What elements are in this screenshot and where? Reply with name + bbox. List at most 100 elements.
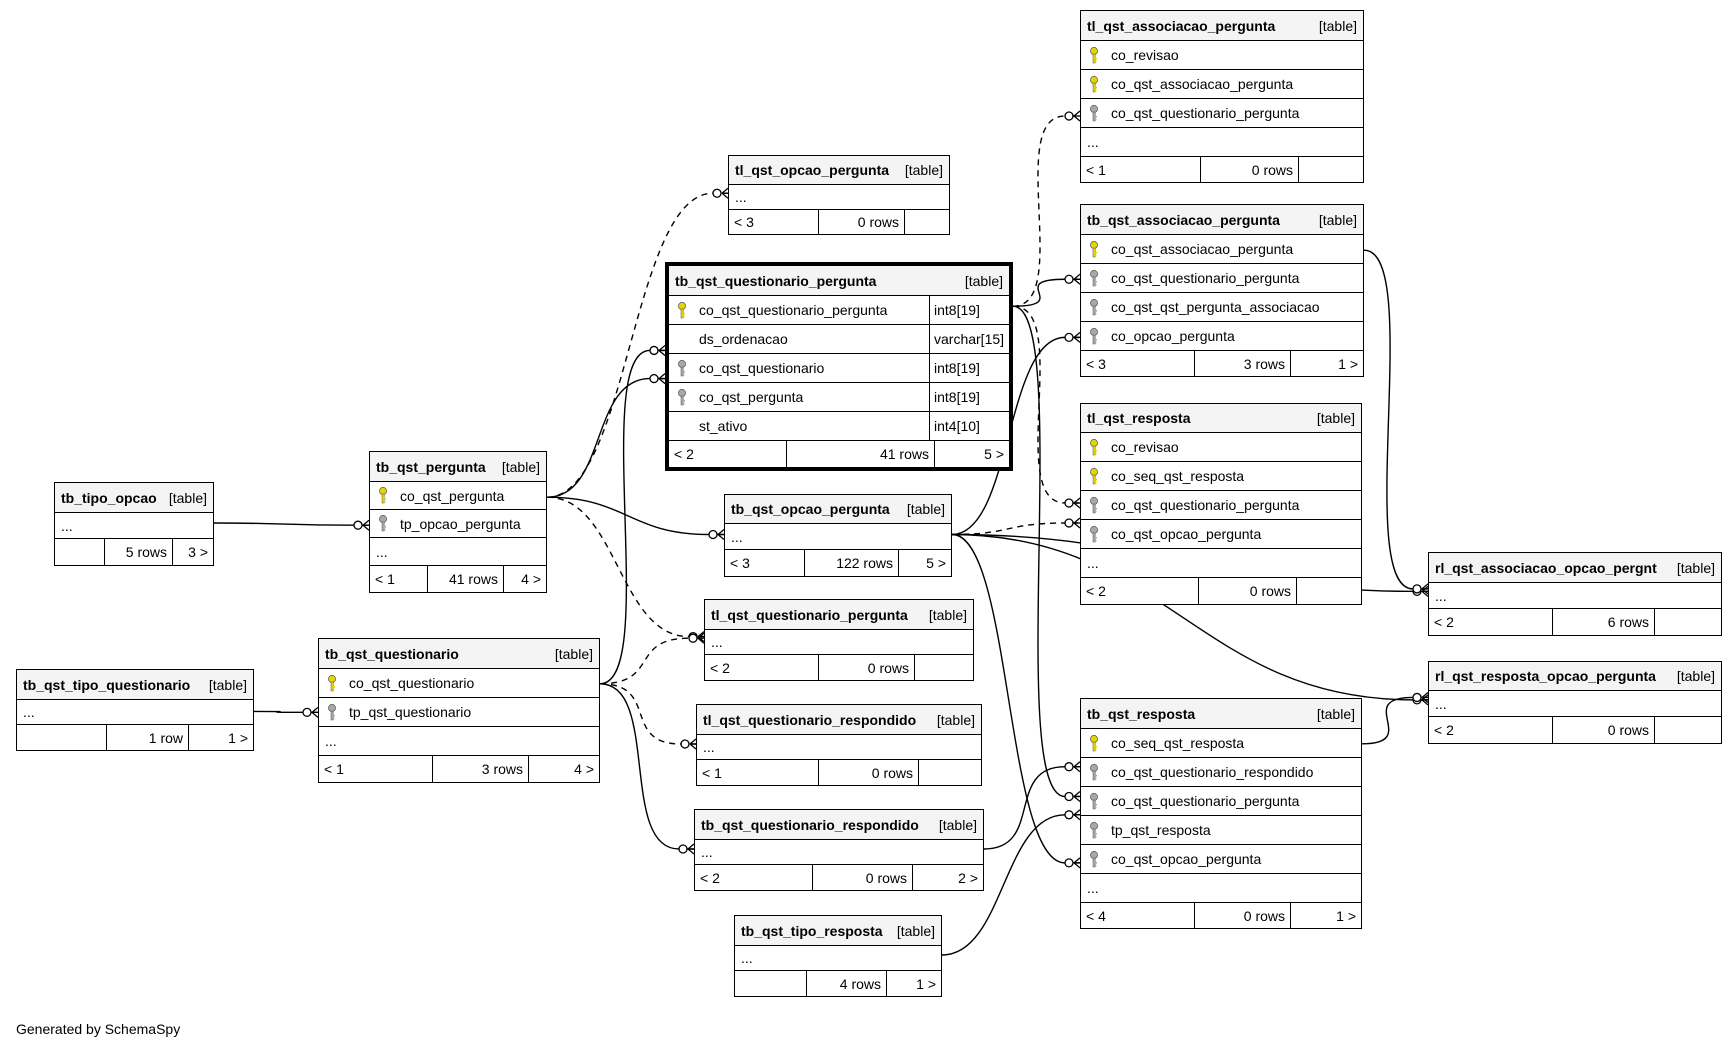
relationship-edge	[599, 683, 696, 745]
column-row[interactable]: co_qst_associacao_pergunta	[1081, 70, 1363, 99]
parents-count[interactable]: < 3	[729, 210, 819, 234]
children-count[interactable]	[1299, 157, 1363, 182]
children-count[interactable]: 1 >	[1336, 907, 1356, 924]
more-columns-ellipsis[interactable]: ...	[370, 538, 546, 566]
table-tl-qst-questionario-respondido[interactable]: tl_qst_questionario_respondido[table]...…	[696, 704, 982, 786]
more-columns-ellipsis[interactable]: ...	[17, 700, 253, 725]
foreign-key-icon	[1087, 850, 1101, 868]
relationship-edge	[253, 710, 318, 714]
column-row[interactable]: co_qst_questionario_pergunta	[1081, 99, 1363, 128]
column-row[interactable]: co_qst_qst_pergunta_associacao	[1081, 293, 1363, 322]
children-count[interactable]	[915, 655, 973, 680]
parents-count[interactable]	[55, 539, 105, 565]
column-name: co_qst_questionario_pergunta	[1111, 270, 1300, 286]
parents-count[interactable]: < 2	[669, 441, 787, 467]
parents-count[interactable]: < 3	[1081, 351, 1195, 376]
parents-count[interactable]: < 2	[1081, 578, 1199, 604]
more-columns-ellipsis[interactable]: ...	[729, 185, 949, 210]
column-row[interactable]: co_qst_questionario	[319, 669, 599, 698]
table-tl-qst-associacao-pergunta[interactable]: tl_qst_associacao_pergunta[table]co_revi…	[1080, 10, 1364, 183]
column-row[interactable]: co_opcao_pergunta	[1081, 322, 1363, 351]
table-tb-qst-questionario-pergunta[interactable]: tb_qst_questionario_pergunta[table]co_qs…	[665, 262, 1013, 471]
column-row[interactable]: co_qst_associacao_pergunta	[1081, 235, 1363, 264]
crowfoot-many-icon	[1064, 790, 1081, 802]
children-count[interactable]	[1655, 717, 1721, 743]
column-row[interactable]: co_qst_opcao_pergunta	[1081, 520, 1361, 549]
children-count[interactable]	[919, 760, 981, 785]
column-row[interactable]: co_seq_qst_resposta	[1081, 729, 1361, 758]
column-row[interactable]: co_qst_questionario_pergunta	[1081, 491, 1361, 520]
children-count[interactable]: 3 >	[188, 544, 208, 560]
parents-count[interactable]: < 2	[1429, 717, 1553, 743]
column-row[interactable]: co_qst_questionario_respondido	[1081, 758, 1361, 787]
children-count[interactable]: 5 >	[984, 446, 1004, 462]
children-count[interactable]: 1 >	[228, 729, 248, 746]
row-count: 1 row	[107, 725, 189, 750]
more-columns-ellipsis[interactable]: ...	[725, 524, 951, 550]
children-count[interactable]: 4 >	[574, 761, 594, 777]
parents-count[interactable]: < 2	[1429, 609, 1553, 635]
column-row[interactable]: co_qst_opcao_pergunta	[1081, 845, 1361, 874]
table-tb-qst-questionario-respondido[interactable]: tb_qst_questionario_respondido[table]...…	[694, 809, 984, 891]
parents-count[interactable]: < 2	[705, 655, 819, 680]
children-count[interactable]: 5 >	[926, 555, 946, 571]
column-row[interactable]: co_revisao	[1081, 433, 1361, 462]
parents-count[interactable]: < 4	[1081, 903, 1195, 928]
table-tb-qst-questionario[interactable]: tb_qst_questionario[table]co_qst_questio…	[318, 638, 600, 783]
more-columns-ellipsis[interactable]: ...	[1081, 549, 1361, 578]
column-row[interactable]: tp_opcao_pergunta	[370, 510, 546, 538]
more-columns-ellipsis[interactable]: ...	[697, 735, 981, 760]
parents-count[interactable]: < 1	[1081, 157, 1201, 182]
children-count[interactable]: 2 >	[958, 869, 978, 886]
parents-count[interactable]	[17, 725, 107, 750]
parents-count[interactable]: < 1	[370, 566, 428, 592]
more-columns-ellipsis[interactable]: ...	[319, 727, 599, 756]
column-row[interactable]: tp_qst_resposta	[1081, 816, 1361, 845]
column-name: ds_ordenacao	[699, 331, 788, 347]
table-tl-qst-questionario-pergunta[interactable]: tl_qst_questionario_pergunta[table]...< …	[704, 599, 974, 681]
children-count[interactable]: 1 >	[1338, 355, 1358, 372]
more-columns-ellipsis[interactable]: ...	[1081, 128, 1363, 157]
parents-count[interactable]: < 1	[697, 760, 819, 785]
column-row[interactable]: co_qst_questionario_pergunta	[1081, 264, 1363, 293]
more-columns-ellipsis[interactable]: ...	[1429, 583, 1721, 609]
children-count[interactable]	[905, 210, 949, 234]
children-count[interactable]	[1655, 609, 1721, 635]
more-columns-ellipsis[interactable]: ...	[695, 840, 983, 865]
parents-count[interactable]	[735, 971, 807, 996]
parents-count[interactable]: < 1	[319, 756, 433, 782]
table-name: tl_qst_resposta	[1087, 410, 1191, 426]
column-row[interactable]: co_seq_qst_resposta	[1081, 462, 1361, 491]
crowfoot-many-icon	[1064, 857, 1081, 869]
parents-count[interactable]: < 3	[725, 550, 805, 576]
column-row[interactable]: tp_qst_questionario	[319, 698, 599, 727]
column-row[interactable]: co_qst_pergunta	[370, 482, 546, 510]
more-columns-ellipsis[interactable]: ...	[1081, 874, 1361, 903]
table-rl-qst-associacao-opcao-pergnt[interactable]: rl_qst_associacao_opcao_pergnt[table]...…	[1428, 552, 1722, 636]
children-count[interactable]	[1297, 578, 1361, 604]
more-columns-ellipsis[interactable]: ...	[705, 630, 973, 655]
more-columns-ellipsis[interactable]: ...	[1429, 691, 1721, 717]
children-count[interactable]: 1 >	[916, 975, 936, 992]
table-tb-qst-resposta[interactable]: tb_qst_resposta[table]co_seq_qst_respost…	[1080, 698, 1362, 929]
parents-count[interactable]: < 2	[695, 865, 813, 890]
more-columns-ellipsis[interactable]: ...	[55, 513, 213, 539]
column-row[interactable]: co_revisao	[1081, 41, 1363, 70]
children-count[interactable]: 4 >	[521, 571, 541, 587]
column-row[interactable]: co_qst_questionario_pergunta	[1081, 787, 1361, 816]
table-tb-qst-associacao-pergunta[interactable]: tb_qst_associacao_pergunta[table]co_qst_…	[1080, 204, 1364, 377]
more-columns-ellipsis[interactable]: ...	[735, 946, 941, 971]
table-rl-qst-resposta-opcao-pergunta[interactable]: rl_qst_resposta_opcao_pergunta[table]...…	[1428, 661, 1722, 744]
